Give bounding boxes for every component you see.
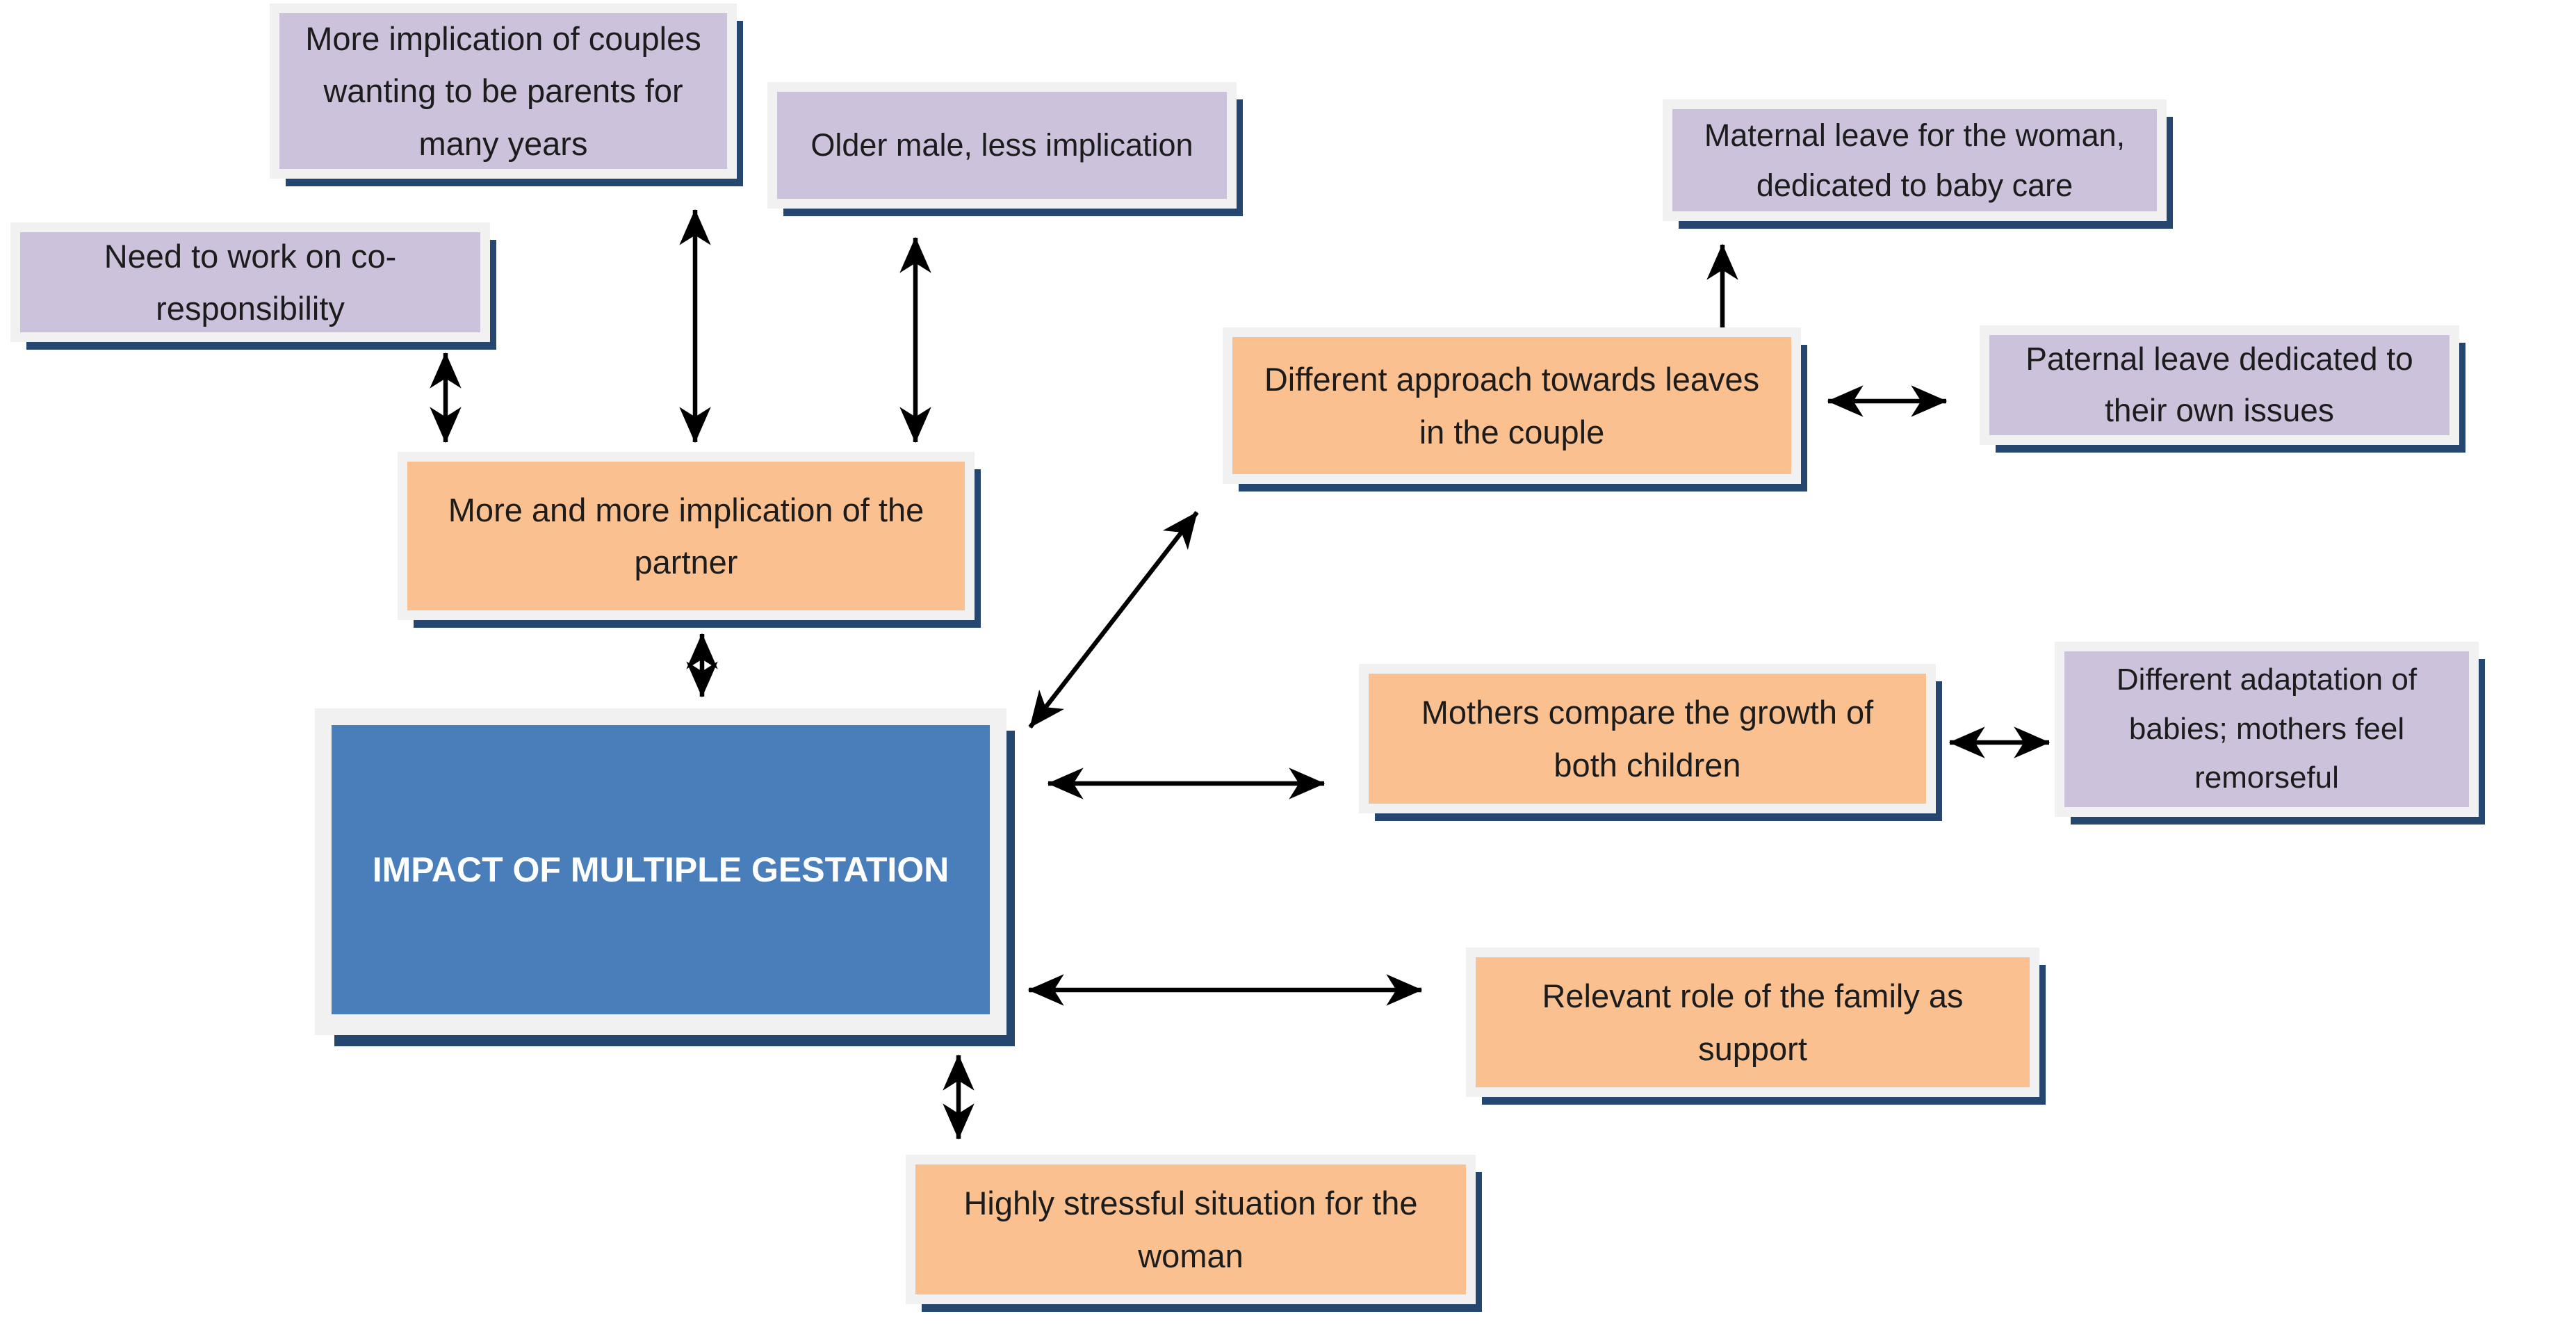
node-highly-stressful: Highly stressful situation for the woman [906,1155,1476,1304]
node-label: Different approach towards leaves in the… [1264,361,1760,450]
node-more-implication-partner-body: More and more implication of the partner [407,462,965,610]
node-different-approach-leaves-body: Different approach towards leaves in the… [1232,337,1791,474]
node-older-male: Older male, less implication [767,82,1237,209]
node-label: Relevant role of the family as support [1542,977,1964,1067]
node-need-co-responsibility-body: Need to work on co-responsibility [20,232,480,332]
node-label: Older male, less implication [810,127,1193,163]
arrow-impact-center-different-approach-leaves [1028,511,1199,729]
node-impact-center: IMPACT OF MULTIPLE GESTATION [315,708,1006,1035]
node-paternal-leave-body: Paternal leave dedicated to their own is… [1989,335,2449,435]
node-label: Maternal leave for the woman, dedicated … [1704,117,2126,203]
node-different-adaptation: Different adaptation of babies; mothers … [2055,642,2479,817]
node-more-implication-partner: More and more implication of the partner [398,452,975,620]
node-label: Highly stressful situation for the woman [963,1185,1418,1274]
node-mothers-compare-body: Mothers compare the growth of both child… [1369,674,1926,804]
node-more-implication-couples: More implication of couples wanting to b… [270,3,737,179]
node-label: Paternal leave dedicated to their own is… [2025,341,2413,428]
node-more-implication-couples-body: More implication of couples wanting to b… [279,13,727,169]
node-label: More and more implication of the partner [448,491,924,580]
node-label: Need to work on co-responsibility [104,237,397,327]
node-maternal-leave: Maternal leave for the woman, dedicated … [1663,99,2167,221]
node-maternal-leave-body: Maternal leave for the woman, dedicated … [1672,109,2157,211]
node-relevant-role-family: Relevant role of the family as support [1466,948,2039,1097]
node-label: Different adaptation of babies; mothers … [2116,663,2418,795]
node-impact-center-body: IMPACT OF MULTIPLE GESTATION [332,725,990,1014]
node-paternal-leave: Paternal leave dedicated to their own is… [1980,325,2459,445]
node-label: Mothers compare the growth of both child… [1421,694,1874,783]
diagram-title: IMPACT OF MULTIPLE GESTATION [372,850,949,889]
node-mothers-compare: Mothers compare the growth of both child… [1359,664,1936,813]
node-need-co-responsibility: Need to work on co-responsibility [10,222,490,342]
node-older-male-body: Older male, less implication [777,92,1227,199]
node-relevant-role-family-body: Relevant role of the family as support [1476,957,2030,1087]
node-different-adaptation-body: Different adaptation of babies; mothers … [2064,651,2469,807]
node-label: More implication of couples wanting to b… [305,20,701,162]
node-different-approach-leaves: Different approach towards leaves in the… [1223,327,1801,484]
node-highly-stressful-body: Highly stressful situation for the woman [915,1164,1466,1294]
